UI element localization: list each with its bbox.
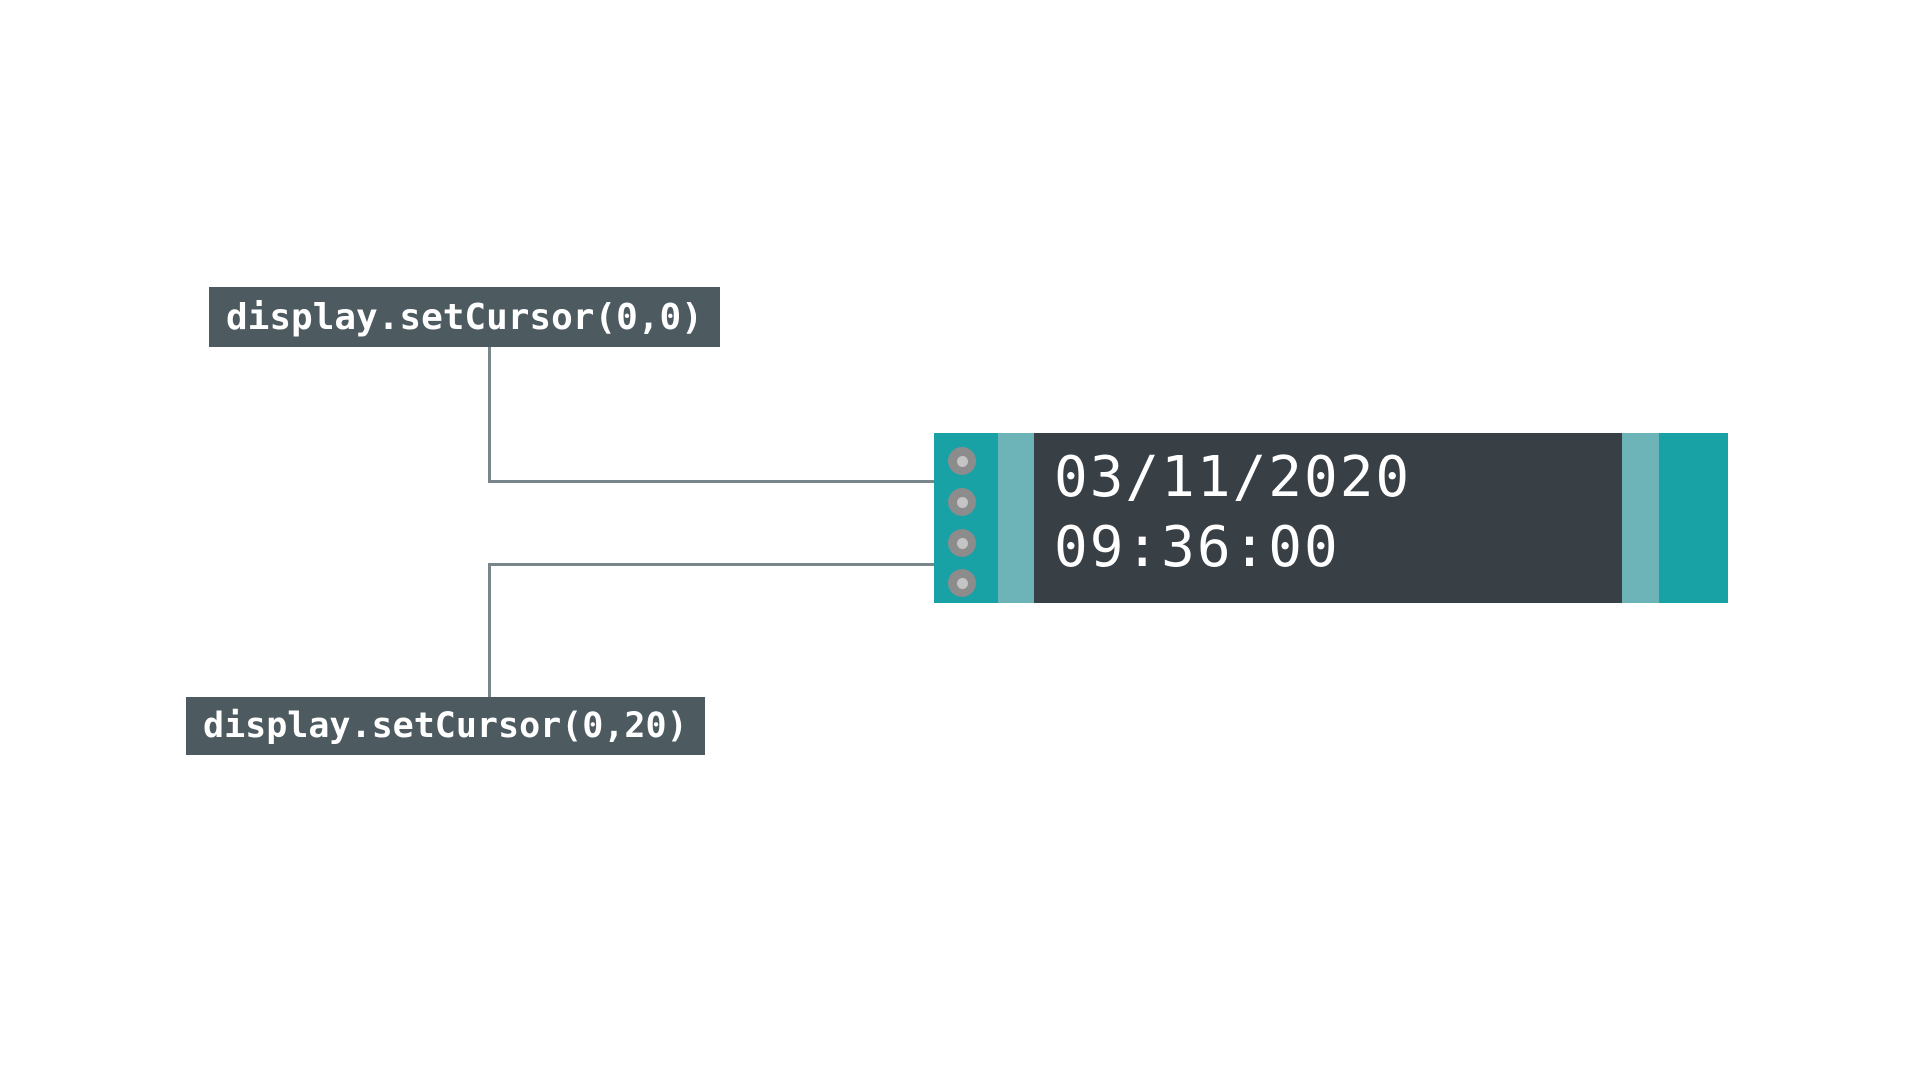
leader-line-bottom-vertical: [488, 563, 491, 697]
bezel-right-inner: [1622, 433, 1659, 603]
callout-label-text: display.setCursor(0,0): [226, 296, 703, 338]
lcd-screen-text: 03/11/2020 09:36:00: [1054, 443, 1411, 583]
lcd-display-module: 03/11/2020 09:36:00: [934, 433, 1728, 603]
leader-line-top-vertical: [488, 347, 491, 483]
mounting-hole-icon: [948, 488, 976, 516]
leader-line-bottom-horizontal: [488, 563, 1288, 566]
bezel-left-outer: [934, 433, 998, 603]
mounting-hole-icon: [948, 447, 976, 475]
screen-line-2: 09:36:00: [1054, 515, 1340, 580]
callout-set-cursor-origin: display.setCursor(0,0): [209, 287, 720, 347]
mounting-hole-icon: [948, 529, 976, 557]
bezel-right-outer: [1659, 433, 1728, 603]
lcd-screen: 03/11/2020 09:36:00: [1034, 433, 1622, 603]
screen-line-1: 03/11/2020: [1054, 445, 1412, 510]
mounting-hole-icon: [948, 569, 976, 597]
callout-set-cursor-second-row: display.setCursor(0,20): [186, 697, 705, 755]
callout-label-text: display.setCursor(0,20): [203, 706, 688, 746]
leader-line-top-horizontal: [488, 480, 1288, 483]
bezel-left-inner: [998, 433, 1034, 603]
